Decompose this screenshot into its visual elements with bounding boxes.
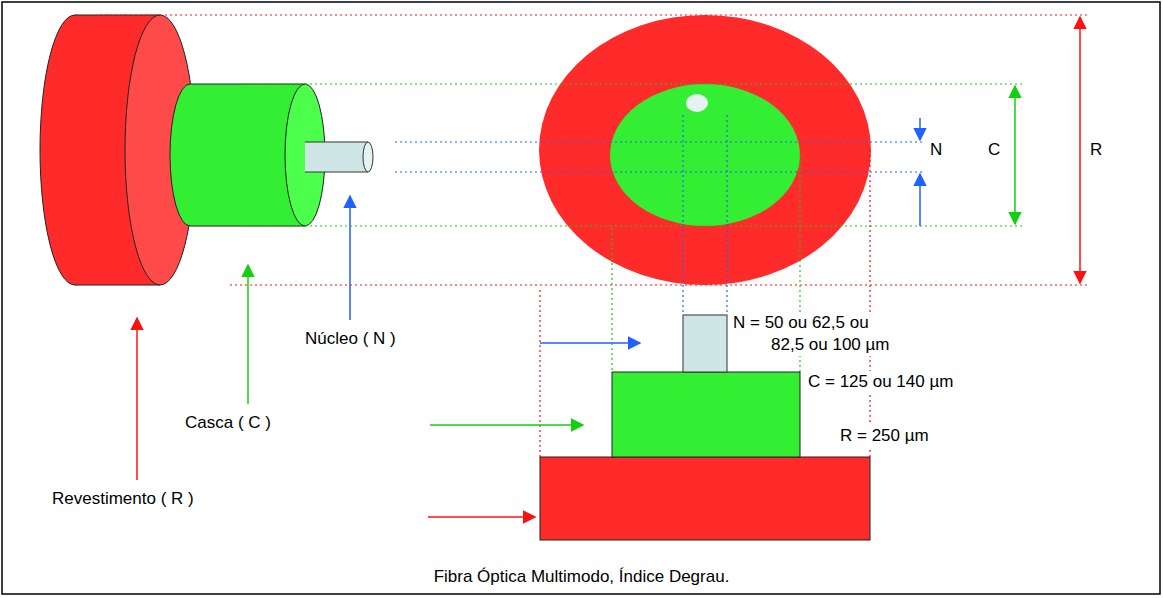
- core-cylinder-face: [363, 142, 373, 172]
- dimension-letter: C: [986, 139, 1002, 161]
- coating-section: [539, 15, 871, 285]
- caption: Fibra Óptica Multimodo, Índice Degrau.: [0, 566, 1163, 588]
- guide-line: [240, 225, 1025, 226]
- dimension-arrow: [1079, 17, 1081, 283]
- dimension-value: N = 50 ou 62,5 ou 82,5 ou 100 µm: [733, 312, 895, 356]
- part-name: Casca ( C ): [183, 412, 273, 434]
- core-cylinder-edge: [305, 142, 368, 143]
- cladding-cylinder-edge: [190, 226, 305, 227]
- guide-line: [869, 150, 870, 457]
- core-cylinder-body: [305, 142, 368, 172]
- dimension-arrow: [919, 118, 921, 140]
- guide-line: [230, 284, 1090, 285]
- part-name: Núcleo ( N ): [303, 328, 398, 350]
- core-cylinder-edge: [305, 172, 368, 173]
- cladding-cylinder-edge: [190, 84, 305, 85]
- dimension-arrow: [919, 174, 921, 226]
- core-section: [686, 94, 708, 112]
- part-name: Revestimento ( R ): [50, 488, 196, 510]
- leader-arrow: [247, 265, 249, 404]
- dimension-arrow: [1014, 86, 1016, 224]
- leader-arrow: [540, 342, 640, 344]
- guide-line: [395, 141, 925, 142]
- dimension-letter: R: [1088, 139, 1104, 161]
- guide-line: [682, 115, 683, 315]
- leader-arrow: [428, 516, 535, 518]
- coating-cylinder-face: [125, 15, 195, 285]
- guide-line: [611, 228, 612, 372]
- leader-arrow: [430, 424, 583, 426]
- coating-cylinder-edge: [75, 285, 160, 286]
- dimension-letter: N: [928, 139, 944, 161]
- dimension-value: C = 125 ou 140 µm: [806, 371, 955, 393]
- guide-line: [240, 83, 1025, 84]
- core-profile: [683, 315, 727, 372]
- leader-arrow: [349, 196, 351, 320]
- guide-line: [100, 14, 1090, 15]
- guide-line: [726, 115, 727, 315]
- coating-profile: [540, 457, 870, 540]
- cladding-profile: [612, 372, 800, 457]
- coating-cylinder-edge: [75, 15, 160, 16]
- leader-arrow: [136, 318, 138, 480]
- cladding-section: [610, 84, 800, 226]
- dimension-value: R = 250 µm: [838, 425, 931, 447]
- guide-line: [395, 171, 925, 172]
- cladding-cylinder-back: [170, 84, 190, 226]
- guide-line: [539, 290, 540, 457]
